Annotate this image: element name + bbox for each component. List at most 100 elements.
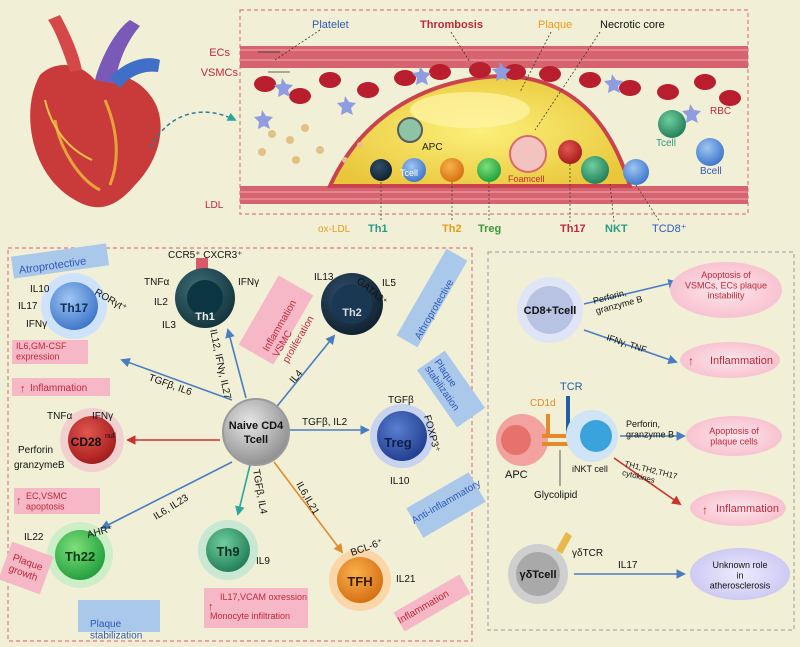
arrow-label-treg: TGFβ, IL2: [302, 417, 348, 428]
arrow-to-th9: [235, 464, 251, 516]
cd8-label: CD8+Tcell: [524, 305, 577, 317]
nkt-label-top: NKT: [605, 223, 628, 235]
arrow-to-th2: [273, 334, 336, 411]
th9-effect-box: [204, 588, 308, 628]
rbc-group: [254, 62, 741, 106]
tcell-right-label: Tcell: [656, 138, 676, 149]
tcr-molecule: [566, 396, 570, 436]
th1-cytokine-1: TNFα: [144, 277, 169, 288]
th17-label-top: Th17: [560, 223, 586, 235]
cd28-effect-box: [14, 488, 100, 514]
cd4-differentiation-panel: TGFβ, IL6 IL12, IFNγ, IL27 IL4 TGFβ, IL2…: [0, 243, 486, 642]
heart-icon: [30, 15, 161, 208]
cd28-label: CD28: [71, 435, 102, 449]
th1-cytokine-3: IL2: [154, 297, 168, 308]
tfh-effect-box: [393, 574, 471, 632]
atheroprotective-left-box: [10, 243, 110, 279]
tcd8-label-top: TCD8⁺: [652, 223, 687, 235]
tcr-label: TCR: [560, 381, 583, 393]
th17-effect-1-box: [12, 340, 88, 364]
th17-cell-top: [558, 140, 582, 164]
th1-label-top: Th1: [368, 223, 388, 235]
th2-label-top: Th2: [442, 223, 462, 235]
vsmcs-label: VSMCs: [201, 67, 239, 79]
cd8-arrow-1: Perforin,granzyme B: [592, 284, 644, 316]
th1-cytokine-2: IFNγ: [238, 277, 259, 288]
tcell-cell-right: [658, 110, 686, 138]
thrombosis-label: Thrombosis: [420, 19, 483, 31]
th1-label: Th1: [195, 311, 215, 323]
arrow-label-th9: TGFβ, IL4: [250, 469, 269, 516]
treg-effect-2-box: [406, 472, 486, 538]
th1-effect-box: [238, 275, 314, 365]
inkt-outcome-2: Inflammation: [716, 503, 779, 515]
cd8-outcome-2-cloud: [680, 342, 780, 378]
tfh-label: TFH: [347, 574, 372, 589]
th9-effect-1: IL17,VCAM oxression: [220, 592, 307, 602]
arrow-label-th17: TGFβ, IL6: [147, 372, 194, 398]
treg-label-top: Treg: [478, 223, 501, 235]
cd1d-label: CD1d: [530, 398, 556, 409]
cd8-outcome-1-cloud: [670, 262, 782, 318]
arrow-label-th1: IL12, IFNγ, IL27: [207, 328, 233, 400]
tfh-cytokine: IL21: [396, 574, 416, 585]
up-arrow-icon: ↑: [208, 601, 214, 613]
gdt-tcr-molecule: [556, 532, 572, 554]
th1-marker: CCR5⁺ CXCR3⁺: [168, 250, 242, 261]
plaque-label: Plaque: [538, 19, 572, 31]
inkt-outcome-2-cloud: [690, 490, 786, 526]
ldl-label: LDL: [205, 200, 224, 211]
th1-receptor: [196, 258, 208, 270]
tcd8-cell-top: [623, 159, 649, 185]
th2-effect-box: [396, 248, 468, 348]
th9-effect-2: Monocyte infiltration: [210, 611, 290, 621]
up-arrow-icon: ↑: [688, 354, 694, 368]
ecs-label: ECs: [209, 47, 230, 59]
cd28-cytokine-4: granzymeB: [14, 460, 65, 471]
up-arrow-icon: ↑: [702, 503, 708, 517]
top-panel: Platelet Thrombosis Plaque Necrotic core…: [30, 9, 749, 235]
treg-cytokine-2: IL10: [390, 476, 410, 487]
naive-cd4-label: Naive CD4: [229, 420, 284, 432]
inkt-label: iNKT cell: [572, 464, 608, 474]
th9-cytokine: IL9: [256, 556, 270, 567]
arrow-label-tfh: IL6,IL21: [293, 480, 321, 517]
th22-cytokine: IL22: [24, 532, 44, 543]
cd1d-molecule: [546, 414, 550, 436]
arrow-to-th1: [225, 328, 247, 399]
naive-cd4-cell: [222, 398, 290, 466]
th17-cytokine-1: IL10: [30, 284, 50, 295]
th2-label: Th2: [342, 307, 362, 319]
arrow-label-th22: IL6, IL23: [152, 492, 191, 522]
gdt-arrow: IL17: [618, 560, 638, 571]
platelet-label: Platelet: [312, 19, 349, 31]
arrow-to-th22: [100, 461, 233, 529]
th17-label: Th17: [60, 301, 88, 315]
th22-label: Th22: [65, 549, 95, 564]
gdt-tcr-label: γδTCR: [572, 548, 603, 559]
arrow-label-th2: IL4: [288, 368, 306, 386]
up-arrow-icon: ↑: [16, 495, 22, 507]
th2-cytokine-1: IL13: [314, 272, 334, 283]
gdt-label: γδTcell: [519, 569, 556, 581]
treg-effect-1-box: [416, 350, 486, 428]
foamcell-label: Foamcell: [508, 174, 545, 184]
cd28-cytokine-3: Perforin: [18, 445, 53, 456]
th17-effect-2: Inflammation: [30, 383, 87, 394]
rbc-label: RBC: [710, 106, 731, 117]
apc-cell: [397, 117, 423, 143]
glycolipid-label: Glycolipid: [534, 490, 577, 501]
tcell-label: Tcell: [400, 168, 418, 178]
th2-cytokine-2: IL5: [382, 278, 396, 289]
treg-cell-top: [477, 158, 501, 182]
cd28-cytokine-1: TNFα: [47, 411, 72, 422]
apc-right-label: APC: [505, 469, 528, 481]
bcell-cell: [696, 138, 724, 166]
cd8-outcome-2: Inflammation: [710, 355, 773, 367]
treg-label: Treg: [384, 435, 412, 450]
cd28-cytokine-2: IFNγ: [92, 411, 113, 422]
